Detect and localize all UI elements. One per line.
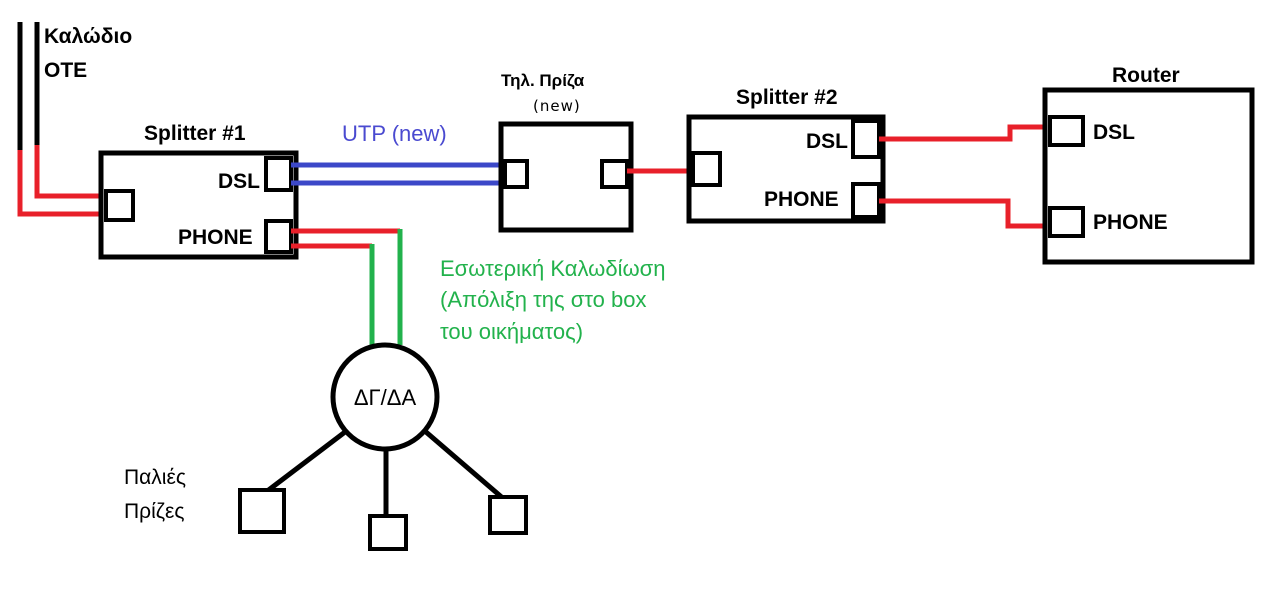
- ote-red-outer: [17, 150, 110, 217]
- cable-label-line2: ΟΤΕ: [44, 59, 87, 82]
- splitter2-title: Splitter #2: [736, 86, 838, 109]
- wall-socket-title: Τηλ. Πρίζα: [501, 71, 585, 90]
- wall-socket: [498, 121, 634, 233]
- branch-left: [260, 430, 347, 497]
- splitter2-dsl-label: DSL: [806, 130, 848, 153]
- internal-wiring-cable: [291, 228, 403, 345]
- junction-tree: [238, 342, 528, 551]
- splitter2-phone-port: [851, 182, 881, 219]
- splitter1-title: Splitter #1: [144, 122, 246, 145]
- old-sockets-line2: Πρίζες: [124, 500, 185, 523]
- splitter1-line-port: [104, 189, 135, 222]
- wall-socket-in-port: [503, 159, 529, 189]
- splitter2-phone-label: PHONE: [764, 188, 839, 211]
- internal-wiring-line2: (Απόλιξη της στο box: [440, 287, 647, 312]
- splitter1: [98, 150, 299, 260]
- splitter1-phone-port: [264, 219, 293, 254]
- internal-wiring-line1: Εσωτερική Καλωδίωση: [440, 256, 665, 281]
- old-socket-left: [238, 488, 286, 534]
- junction-label: ΔΓ/ΔΑ: [354, 385, 417, 410]
- ote-red-inner: [34, 145, 110, 199]
- splitter1-dsl-label: DSL: [218, 170, 260, 193]
- splitter2-phone-to-router-wire: [879, 198, 1050, 229]
- cable-label-line1: Καλώδιο: [44, 25, 132, 48]
- old-socket-middle: [368, 514, 408, 551]
- junction-circle: [330, 342, 440, 452]
- router-dsl-label: DSL: [1093, 121, 1135, 144]
- old-sockets-line1: Παλιές: [124, 466, 186, 489]
- utp-cable: [291, 162, 507, 186]
- splitter2-dsl-to-router-wire: [879, 124, 1050, 142]
- internal-wiring-line3: του οικήματος): [440, 319, 583, 344]
- router-phone-port: [1048, 206, 1085, 238]
- splitter2: [686, 114, 886, 224]
- router-title: Router: [1112, 64, 1180, 87]
- wall-socket-out-port: [600, 159, 629, 189]
- splitter1-phone-label: PHONE: [178, 226, 253, 249]
- ote-to-splitter1-wire: [17, 145, 110, 217]
- splitter2-line-port: [691, 151, 722, 187]
- router-dsl-port: [1048, 115, 1085, 147]
- ote-cable: [17, 22, 40, 152]
- router: [1042, 87, 1255, 265]
- splitter2-dsl-port: [851, 119, 881, 159]
- router-phone-label: PHONE: [1093, 211, 1168, 234]
- wall-socket-subtitle: (new): [533, 97, 581, 115]
- old-socket-right: [488, 495, 528, 535]
- splitter1-dsl-port: [264, 156, 293, 192]
- utp-label: UTP (new): [342, 121, 447, 146]
- branch-right: [424, 430, 507, 502]
